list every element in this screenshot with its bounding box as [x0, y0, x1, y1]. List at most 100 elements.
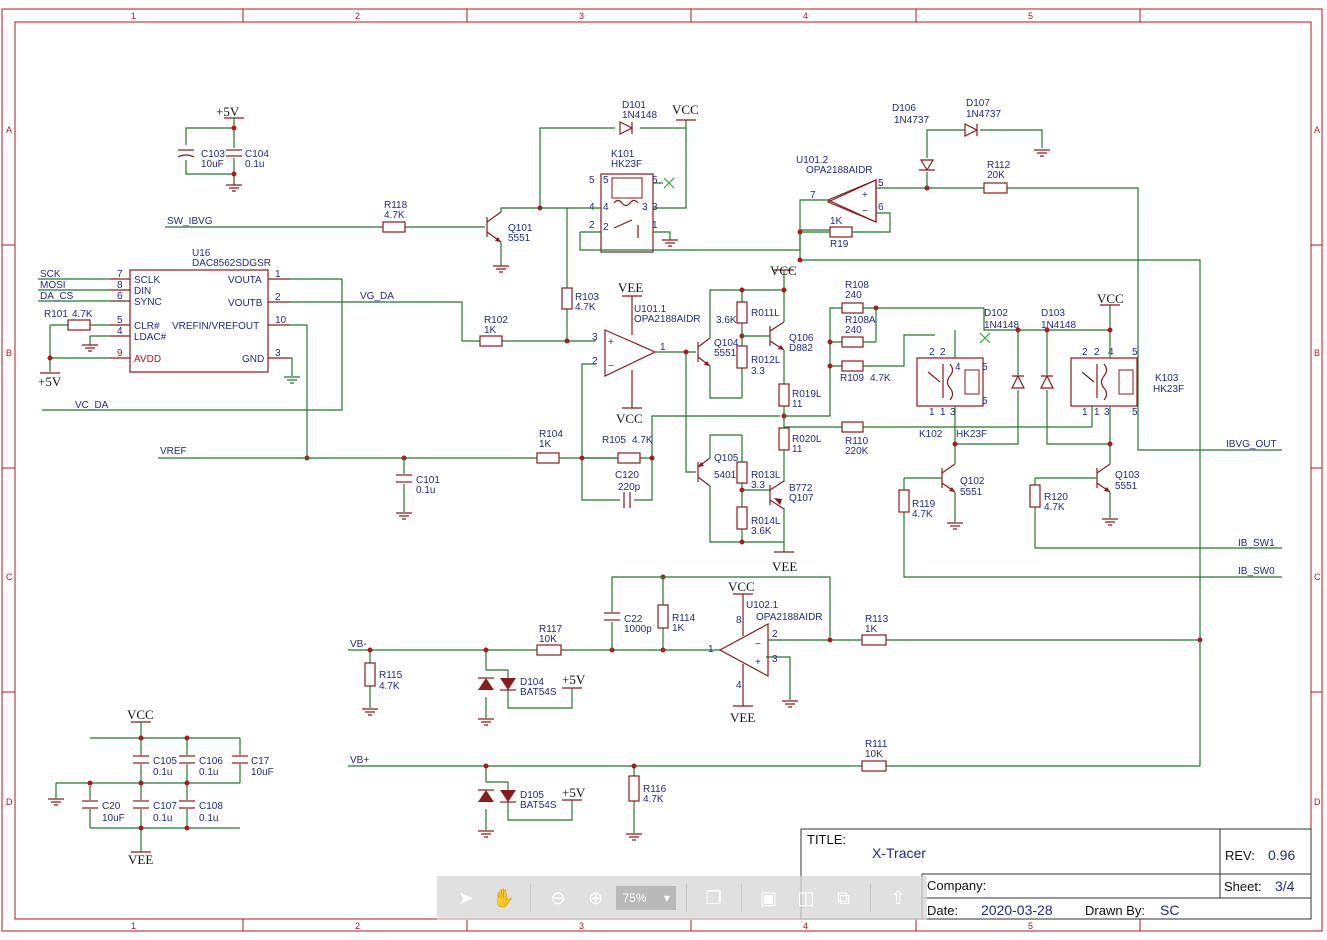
q101-value: 5551 — [508, 233, 531, 244]
p5v-label-d104: +5V — [562, 672, 586, 687]
d104-ref: D104 — [520, 677, 544, 688]
zoom-out-icon[interactable]: ⊖ — [550, 887, 566, 909]
row-label-left-b: B — [6, 348, 12, 358]
r014l-ref: R014L — [751, 516, 781, 527]
sheet-label: Sheet: — [1224, 879, 1262, 894]
r118-ref: R118 — [384, 200, 408, 211]
r012l-value: 3.3 — [751, 366, 765, 377]
r120-value: 4.7K — [1044, 502, 1065, 513]
svg-text:5: 5 — [878, 178, 884, 189]
c103-c104-block: +5V C103 10uF C104 0.1u — [177, 104, 269, 192]
r109-value: 4.7K — [870, 373, 891, 384]
svg-text:+: + — [862, 190, 868, 201]
vcc-label-q106: VCC — [770, 263, 797, 278]
r115-ref: R115 — [379, 670, 403, 681]
r114-ref: R114 — [672, 613, 696, 624]
c17-value: 10uF — [251, 767, 274, 778]
r117-value: 10K — [539, 634, 557, 645]
vcc-label-k103: VCC — [1097, 291, 1124, 306]
col-label-bottom-1: 1 — [131, 921, 136, 931]
c22-value: 1000p — [624, 624, 652, 635]
r113-ref: R113 — [865, 614, 889, 625]
r101-ref: R101 — [44, 309, 68, 320]
r111-ref: R111 — [865, 739, 888, 750]
r101-value: 4.7K — [72, 309, 93, 320]
k101-value: HK23F — [611, 159, 642, 170]
q103-ref: Q103 — [1115, 470, 1140, 481]
col-label-top-2: 2 — [355, 11, 360, 21]
svg-text:1: 1 — [652, 220, 658, 231]
net-vb-plus: VB+ — [350, 755, 369, 766]
svg-text:−: − — [755, 639, 761, 650]
net-ibvg-out: IBVG_OUT — [1226, 439, 1277, 450]
c106-value: 0.1u — [199, 767, 218, 778]
zoom-select[interactable]: 75% ▾ — [616, 886, 676, 910]
svg-text:5: 5 — [589, 175, 595, 186]
pointer-icon[interactable]: ➤ — [458, 887, 474, 909]
svg-text:2: 2 — [592, 356, 598, 367]
net-vref: VREF — [160, 446, 187, 457]
vcc-label-bank: VCC — [127, 707, 154, 722]
r110-value: 220K — [845, 446, 869, 457]
date-value: 2020-03-28 — [981, 902, 1053, 918]
row-label-left-c: C — [6, 572, 13, 582]
c108-value: 0.1u — [199, 813, 218, 824]
net-da-cs: DA_CS — [40, 291, 74, 302]
svg-text:5: 5 — [1132, 347, 1138, 358]
q105-ref: Q105 — [714, 453, 739, 464]
u16-pin-ldac: LDAC# — [134, 332, 167, 343]
d103-value: 1N4148 — [1041, 320, 1076, 331]
net-sck: SCK — [40, 269, 61, 280]
c105-value: 0.1u — [153, 767, 172, 778]
col-label-bottom-5: 5 — [1028, 921, 1033, 931]
k102-value: HK23F — [956, 429, 987, 440]
r115-value: 4.7K — [379, 681, 400, 692]
r020l-value: 11 — [792, 444, 803, 455]
copy-icon[interactable]: ❐ — [705, 887, 722, 909]
c22-ref: C22 — [624, 614, 643, 625]
net-ib-sw0: IB_SW0 — [1238, 566, 1275, 577]
c120-value: 220p — [618, 482, 641, 493]
export-icon[interactable]: ◫ — [797, 887, 815, 909]
u16-pin-vref: VREFIN/VREFOUT — [172, 321, 259, 332]
svg-text:2: 2 — [1082, 347, 1088, 358]
r105-value: 4.7K — [632, 435, 653, 446]
u102-1-value: OPA2188AIDR — [756, 612, 823, 623]
r102-ref: R102 — [484, 315, 508, 326]
sheet-value: 3/4 — [1275, 878, 1295, 894]
svg-text:4: 4 — [603, 202, 609, 213]
svg-text:2: 2 — [772, 629, 778, 640]
svg-text:5: 5 — [982, 396, 988, 407]
u16-part: DAC8562SDGSR — [192, 258, 271, 269]
col-label-top-1: 1 — [131, 11, 136, 21]
share-icon[interactable]: ⇧ — [890, 887, 906, 909]
svg-text:+: + — [755, 657, 761, 668]
u16-pin-sclk: SCLK — [134, 275, 160, 286]
fullscreen-icon[interactable]: ⧉ — [837, 887, 851, 909]
u16-ref: U16 — [192, 248, 211, 259]
q101-transistor — [486, 211, 502, 243]
u16-pin-clr: CLR# — [134, 321, 160, 332]
fit-icon[interactable]: ▣ — [759, 887, 777, 909]
q103-value: 5551 — [1115, 481, 1138, 492]
r104-ref: R104 — [539, 429, 563, 440]
title-label: TITLE: — [807, 832, 846, 847]
hand-icon[interactable]: ✋ — [492, 887, 515, 909]
svg-text:1: 1 — [929, 407, 935, 418]
r119-ref: R119 — [912, 499, 936, 510]
zoom-in-icon[interactable]: ⊕ — [588, 887, 604, 909]
svg-text:8: 8 — [736, 615, 742, 626]
vcc-label-u102: VCC — [728, 579, 755, 594]
p5v-label-d105: +5V — [562, 785, 586, 800]
date-label: Date: — [927, 903, 958, 918]
d107-value: 1N4737 — [966, 109, 1001, 120]
r110-ref: R110 — [845, 436, 869, 447]
r108-ref: R108 — [845, 280, 869, 291]
d104-value: BAT54S — [520, 687, 557, 698]
vcc-label-u101: VCC — [616, 411, 643, 426]
company-label: Company: — [927, 878, 986, 893]
svg-text:6: 6 — [878, 202, 884, 213]
q106-value: D882 — [789, 343, 813, 354]
title-value: X-Tracer — [872, 845, 926, 861]
svg-text:5: 5 — [1132, 407, 1138, 418]
